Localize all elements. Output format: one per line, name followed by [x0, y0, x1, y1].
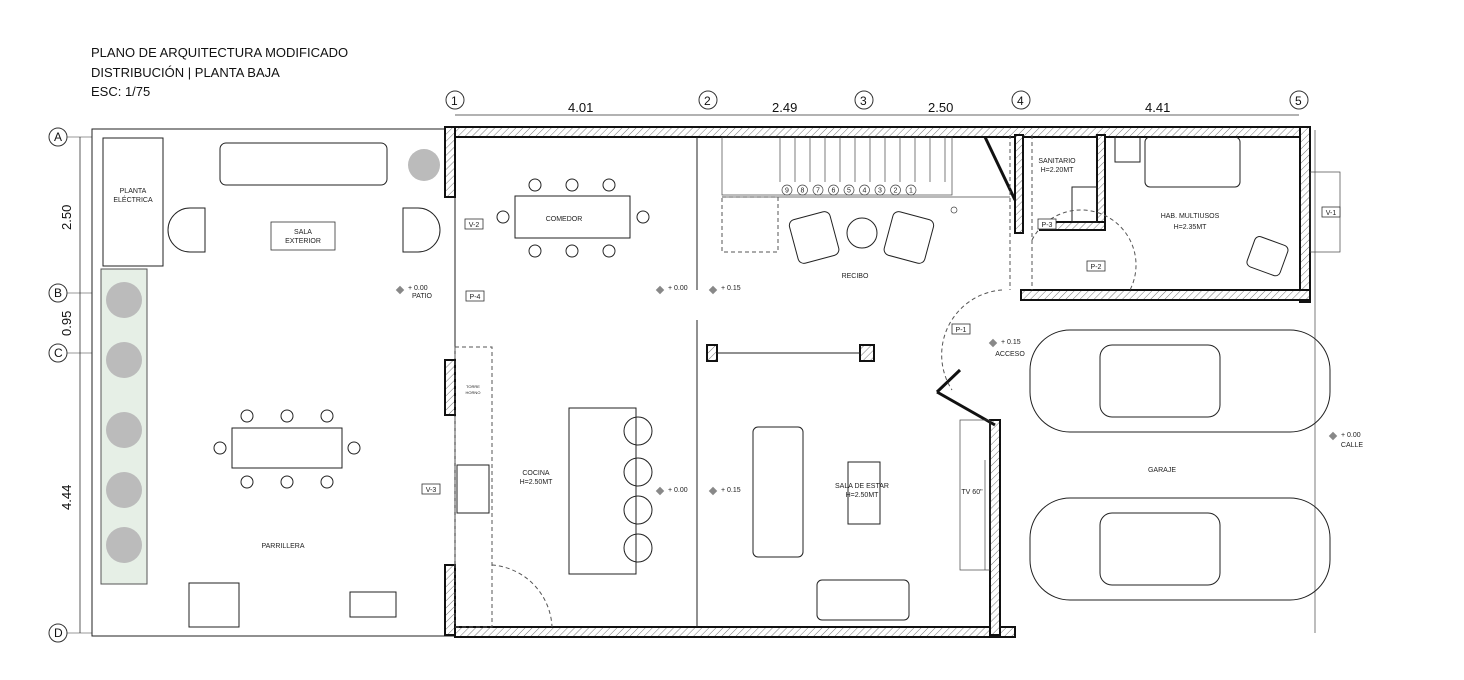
- axis-5: 5: [1295, 94, 1302, 108]
- dim-a-b: 2.50: [59, 205, 74, 230]
- stair-number-circle: [797, 184, 808, 196]
- dim-1-2: 4.01: [568, 100, 593, 115]
- axis-a: A: [54, 130, 62, 144]
- label-patio: PATIO: [412, 293, 433, 300]
- dim-c-d: 4.44: [59, 485, 74, 510]
- level-recibo: + 0.15: [721, 285, 741, 292]
- stair-number: 6: [832, 188, 836, 195]
- tag-p3: P-3: [1042, 222, 1053, 229]
- partitions: [696, 130, 1341, 633]
- label-garaje: GARAJE: [1148, 467, 1176, 474]
- grid-labels: 1 2 3 4 5 A B C D 4.01 2.49 2.50 4.41 2.…: [54, 94, 1302, 640]
- plants: [106, 149, 440, 563]
- staircase: 9 8 7 6 5 4 3 2 1: [721, 136, 1010, 253]
- label-cocina-height: H=2.50MT: [520, 479, 554, 486]
- stair-number: 9: [785, 188, 789, 195]
- tag-v1: V-1: [1326, 210, 1337, 217]
- dim-b-c: 0.95: [59, 311, 74, 336]
- level-comedor: + 0.00: [668, 285, 688, 292]
- stair-number-circle: [859, 184, 870, 196]
- label-calle: CALLE: [1341, 442, 1364, 449]
- dim-2-3: 2.49: [772, 100, 797, 115]
- label-planta-electrica-2: ELÉCTRICA: [113, 195, 153, 204]
- stair-number: 1: [909, 188, 913, 195]
- axis-b: B: [54, 286, 62, 300]
- axis-3: 3: [860, 94, 867, 108]
- stair-number: 7: [816, 188, 820, 195]
- stair-number: 3: [878, 188, 882, 195]
- tag-v3: V-3: [426, 487, 437, 494]
- tag-p4: P-4: [470, 294, 481, 301]
- label-sanitario-height: H=2.20MT: [1041, 167, 1075, 174]
- plan-scale: ESC: 1/75: [91, 84, 150, 99]
- axis-d: D: [54, 626, 63, 640]
- stair-number: 5: [847, 188, 851, 195]
- stair-number-circle: [890, 184, 901, 196]
- label-parrillera: PARRILLERA: [261, 543, 304, 550]
- label-hab-multiusos: HAB. MULTIUSOS: [1161, 213, 1220, 220]
- label-comedor: COMEDOR: [546, 216, 583, 223]
- level-patio: + 0.00: [408, 285, 428, 292]
- level-cocina: + 0.00: [668, 487, 688, 494]
- label-cocina: COCINA: [522, 470, 550, 477]
- label-sanitario: SANITARIO: [1038, 158, 1076, 165]
- level-calle: + 0.00: [1341, 432, 1361, 439]
- furniture: [102, 136, 1331, 628]
- dim-4-5: 4.41: [1145, 100, 1170, 115]
- level-sala: + 0.15: [721, 487, 741, 494]
- plan-title: PLANO DE ARQUITECTURA MODIFICADO: [91, 45, 348, 60]
- axis-4: 4: [1017, 94, 1024, 108]
- level-acceso: + 0.15: [1001, 339, 1021, 346]
- stair-number: 4: [863, 188, 867, 195]
- label-torre-horno-1: TORRE: [466, 384, 480, 389]
- label-sala-estar: SALA DE ESTAR: [835, 483, 889, 490]
- room-labels: PLANTA ELÉCTRICA SALA EXTERIOR PATIO PAR…: [113, 158, 1363, 550]
- tag-p2: P-2: [1091, 264, 1102, 271]
- dim-3-4: 2.50: [928, 100, 953, 115]
- walls: [444, 126, 1311, 638]
- stair-number-circle: [843, 184, 855, 196]
- label-sala-exterior-2: EXTERIOR: [285, 238, 321, 245]
- stair-number-circle: [781, 184, 793, 196]
- label-acceso: ACCESO: [995, 351, 1025, 358]
- label-planta-electrica-1: PLANTA: [120, 188, 147, 195]
- opening-tags: P-1 P-2 P-3 P-4 V-1 V-2 V-3: [421, 206, 1341, 495]
- axis-c: C: [54, 346, 63, 360]
- label-sala-exterior-1: SALA: [294, 229, 312, 236]
- stair-number: 8: [801, 188, 805, 195]
- plan-subtitle: DISTRIBUCIÓN | PLANTA BAJA: [91, 65, 280, 80]
- tag-v2: V-2: [469, 222, 480, 229]
- stair-number-circle: [874, 184, 886, 196]
- level-markers: + 0.00 + 0.00 + 0.15 + 0.00 + 0.15 + 0.1…: [395, 285, 1361, 496]
- axis-2: 2: [704, 94, 711, 108]
- stair-number: 2: [894, 188, 898, 195]
- title-block: PLANO DE ARQUITECTURA MODIFICADO DISTRIB…: [91, 45, 348, 99]
- stair-number-circle: [905, 184, 917, 196]
- label-tv: TV 60": [961, 489, 983, 496]
- axis-1: 1: [451, 94, 458, 108]
- label-torre-horno-2: HORNO: [466, 390, 481, 395]
- stair-number-circle: [812, 184, 824, 196]
- stair-number-circle: [828, 184, 839, 196]
- label-sala-estar-height: H=2.50MT: [846, 492, 880, 499]
- tag-p1: P-1: [956, 327, 967, 334]
- label-recibo: RECIBO: [842, 273, 869, 280]
- grid-axes: [48, 90, 1309, 643]
- label-hab-multiusos-height: H=2.35MT: [1174, 224, 1208, 231]
